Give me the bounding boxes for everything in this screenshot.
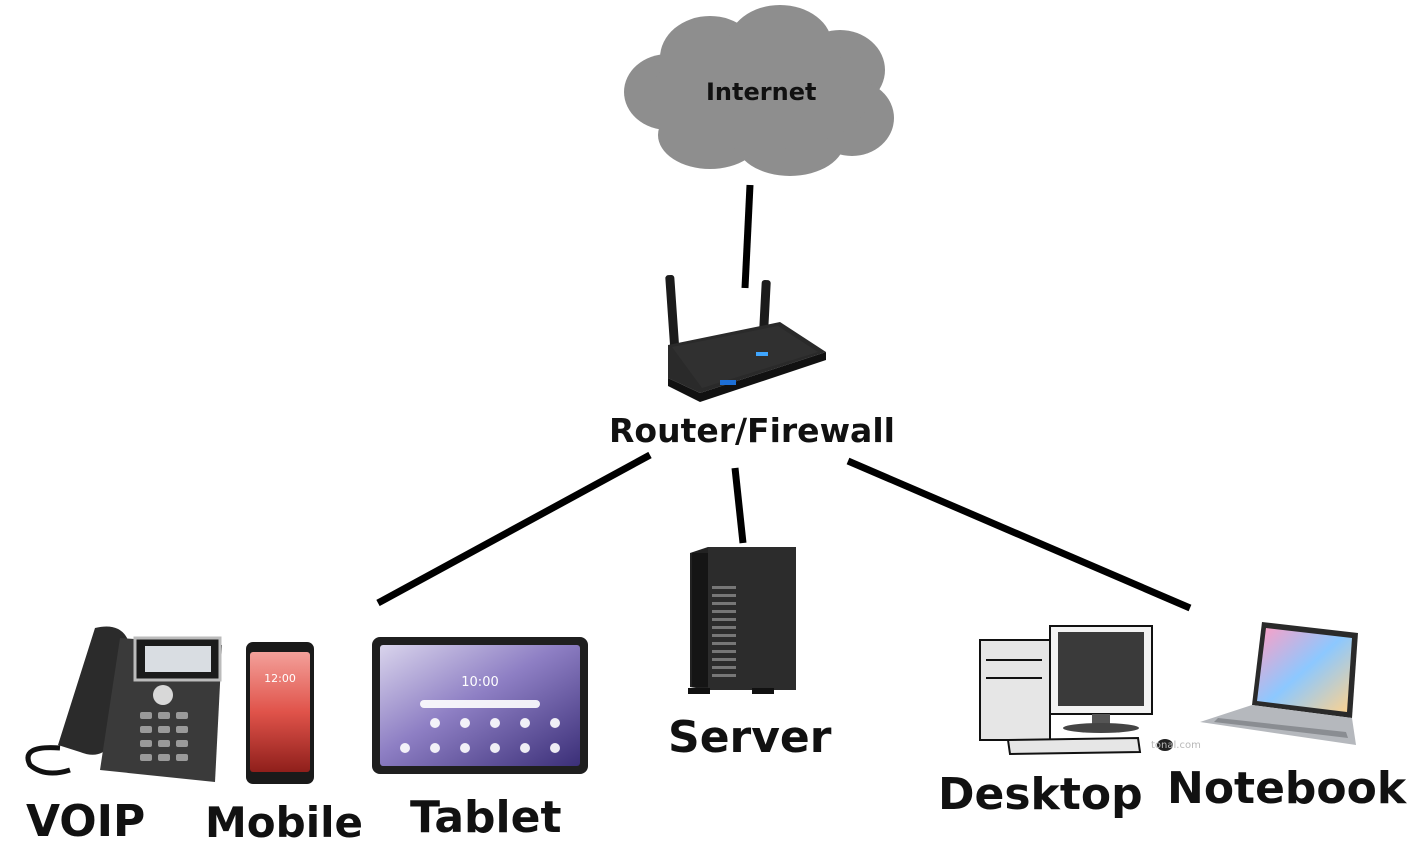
device-label-voip: VOIP: [26, 796, 146, 847]
watermark: tonal.com: [1151, 740, 1201, 751]
device-label-tablet: Tablet: [410, 792, 562, 843]
laptop-icon: [1200, 622, 1358, 745]
link-router-server: [731, 467, 747, 544]
device-label-notebook: Notebook: [1167, 763, 1407, 814]
svg-text:10:00: 10:00: [461, 675, 498, 690]
link-internet-router: [741, 184, 754, 289]
device-label-server: Server: [668, 712, 832, 763]
svg-text:12:00: 12:00: [264, 672, 296, 685]
cloud-label: Internet: [706, 78, 817, 106]
device-label-desktop: Desktop: [938, 769, 1143, 820]
link-router-tablet: [376, 451, 652, 607]
router-icon: [665, 274, 826, 402]
device-label-mobile: Mobile: [205, 798, 363, 847]
cloud-icon: [624, 5, 894, 176]
router-label: Router/Firewall: [609, 411, 895, 450]
tower-server-icon: [688, 547, 796, 694]
smartphone-icon: 12:00: [246, 642, 314, 784]
tablet-icon: 10:00: [372, 637, 588, 774]
voip-phone-icon: [25, 626, 222, 782]
link-router-notebook: [846, 457, 1192, 612]
desktop-computer-icon: [979, 625, 1173, 756]
